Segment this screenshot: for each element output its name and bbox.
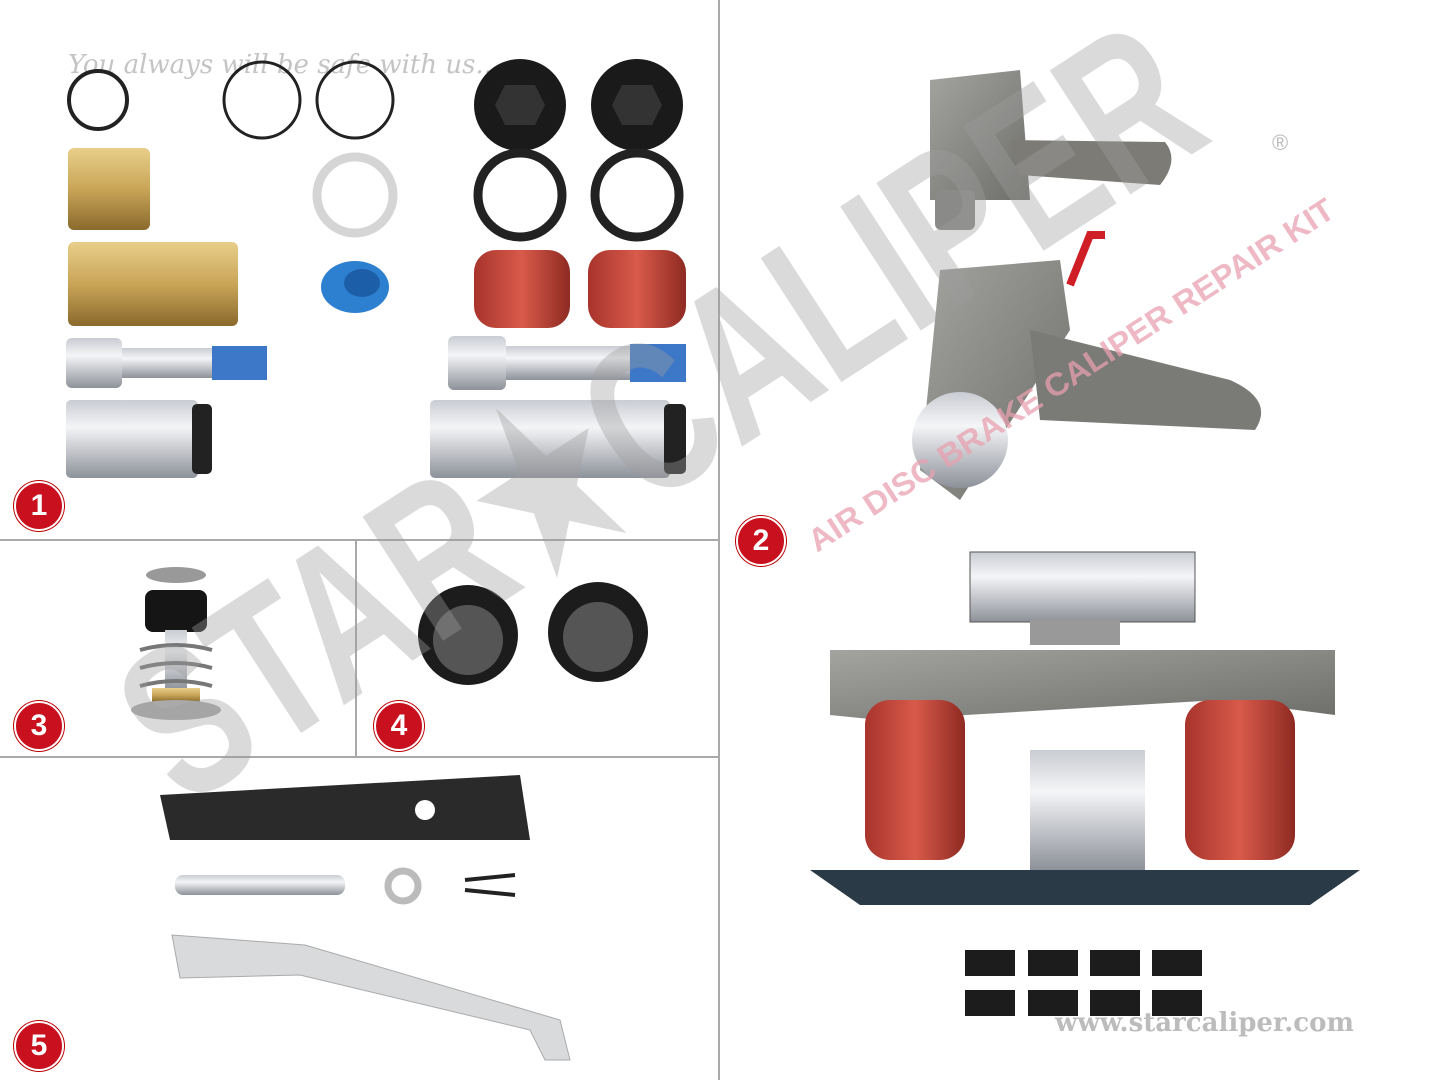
- divider-vertical-small: [355, 540, 357, 758]
- panel-4-parts: [418, 582, 648, 685]
- tagline: You always will be safe with us...: [68, 50, 501, 80]
- panel-1-parts: [66, 59, 686, 478]
- website-url: www.starcaliper.com: [1055, 1008, 1354, 1038]
- panel-2-badge: 2: [736, 516, 786, 566]
- panel-3-parts: [131, 567, 221, 720]
- panel-3-badge: 3: [14, 701, 64, 751]
- panel-1-badge: 1: [14, 481, 64, 531]
- panel-5-parts: [160, 775, 571, 1061]
- divider-horizontal-1: [0, 539, 719, 541]
- panel-4-badge: 4: [374, 701, 424, 751]
- divider-horizontal-2: [0, 756, 719, 758]
- panel-5-badge: 5: [14, 1021, 64, 1071]
- panel-2-parts: [810, 70, 1360, 1016]
- divider-vertical-main: [718, 0, 720, 1080]
